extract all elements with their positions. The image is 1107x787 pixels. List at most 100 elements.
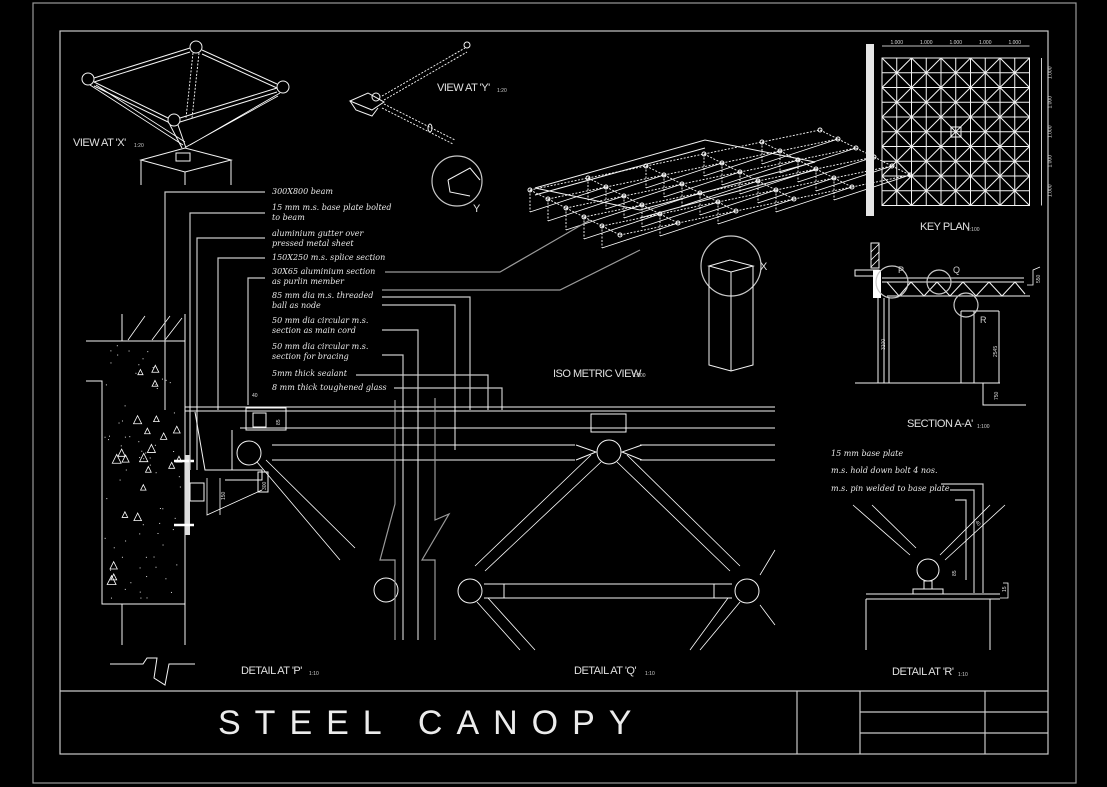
iso-member — [645, 165, 665, 176]
key-plan-column — [950, 126, 962, 138]
annotation-text: 15 mm base plate — [831, 449, 903, 458]
aggregate-dot — [165, 379, 167, 381]
callout-circle-p — [875, 265, 909, 299]
iso-node — [853, 145, 859, 151]
section-dim-750: 750 — [994, 391, 1000, 400]
diagonal-brace — [911, 116, 942, 147]
iso-member — [757, 168, 817, 182]
aggregate-dot — [155, 472, 157, 474]
key-plan-side-dim: 1.000 — [1048, 155, 1054, 168]
aggregate-dot — [140, 597, 142, 599]
annotation-text: 30X65 aluminium section — [272, 267, 375, 276]
isometric-title: ISO METRIC VIEW — [553, 368, 642, 380]
view-x-title: VIEW AT 'X' — [73, 137, 126, 149]
key-plan-top-dim: 1.000 — [890, 40, 903, 46]
aggregate-dot — [138, 364, 140, 366]
iso-node — [545, 196, 551, 202]
aggregate-dot — [155, 384, 157, 386]
view-x-scale: 1:20 — [134, 143, 144, 149]
iso-member — [659, 201, 719, 215]
key-plan-title: KEY PLAN — [920, 221, 970, 233]
iso-member — [793, 186, 853, 200]
aggregate-mark — [152, 415, 160, 423]
iso-brace — [601, 222, 679, 249]
key-plan-wall — [866, 44, 874, 216]
aggregate-dot — [169, 382, 171, 384]
aggregate-dot — [161, 378, 163, 380]
iso-member — [797, 147, 857, 161]
iso-member — [681, 171, 741, 185]
aggregate-dot — [104, 436, 106, 438]
diagonal-brace — [970, 87, 1001, 118]
detail-p-scale: 1:10 — [309, 671, 319, 677]
iso-member — [663, 162, 723, 176]
aggregate-dot — [113, 547, 115, 549]
diagonal-brace — [940, 87, 971, 118]
iso-node — [889, 163, 895, 169]
diagonal-brace — [881, 57, 912, 88]
iso-node — [773, 187, 779, 193]
iso-node — [581, 214, 587, 220]
iso-member — [703, 153, 723, 164]
detail-r-drawing — [852, 483, 1009, 650]
aggregate-dot — [105, 384, 107, 386]
diagonal-brace — [911, 175, 942, 206]
iso-brace — [645, 162, 723, 189]
annotation-text: 15 mm m.s. base plate bolted — [272, 203, 392, 212]
iso-brace — [717, 198, 795, 225]
iso-member — [717, 189, 777, 203]
aggregate-mark — [133, 512, 143, 522]
aggregate-dot — [173, 412, 175, 414]
diagonal-brace — [999, 57, 1030, 88]
key-plan-side-dim: 1.000 — [1048, 66, 1054, 79]
aggregate-dot — [162, 508, 164, 510]
diagonal-brace — [970, 57, 1001, 88]
iso-brace — [797, 156, 875, 183]
aggregate-dot — [138, 441, 140, 443]
diagonal-brace — [970, 116, 1001, 147]
iso-node — [621, 193, 627, 199]
diagonal-brace — [881, 116, 912, 147]
detail-p-dim-300: 300 — [262, 481, 268, 490]
iso-brace — [757, 177, 835, 204]
diagonal-brace — [881, 175, 912, 206]
aggregate-dot — [117, 354, 119, 356]
diagonal-brace — [881, 87, 912, 118]
aggregate-mark — [132, 414, 143, 425]
aggregate-mark — [138, 452, 149, 463]
aggregate-dot — [139, 591, 141, 593]
detail-p-concrete-aggregate — [104, 345, 183, 599]
aggregate-dot — [110, 350, 112, 352]
aggregate-dot — [110, 597, 112, 599]
iso-node — [617, 232, 623, 238]
iso-member — [547, 186, 607, 200]
detail-p-dim-85: 85 — [276, 419, 282, 425]
annotation-text: m.s. hold down bolt 4 nos. — [831, 466, 938, 475]
iso-node — [719, 160, 725, 166]
iso-support-y — [447, 167, 481, 197]
aggregate-dot — [108, 439, 110, 441]
key-plan-top-dim: 1.000 — [1008, 40, 1021, 46]
annotation-text: section for bracing — [272, 352, 349, 361]
iso-node — [563, 205, 569, 211]
aggregate-mark — [139, 483, 147, 491]
aggregate-dot — [174, 517, 176, 519]
iso-member — [739, 159, 799, 173]
detail-r-dim-40: 40 — [973, 519, 981, 527]
aggregate-dot — [152, 367, 154, 369]
aggregate-dot — [139, 457, 141, 459]
iso-brace — [547, 195, 625, 222]
annotation-text: ball as node — [272, 301, 321, 310]
detail-p-dim-40: 40 — [252, 393, 258, 399]
annotation-text: aluminium gutter over — [272, 229, 364, 238]
iso-member — [699, 180, 759, 194]
aggregate-dot — [149, 464, 151, 466]
diagonal-brace — [999, 175, 1030, 206]
aggregate-dot — [139, 533, 141, 535]
isometric-space-frame — [447, 127, 913, 249]
callout-circle-q — [926, 269, 952, 295]
key-plan-top-dim: 1.000 — [920, 40, 933, 46]
aggregate-mark — [121, 454, 130, 463]
iso-member — [735, 198, 795, 212]
aggregate-dot — [130, 582, 132, 584]
